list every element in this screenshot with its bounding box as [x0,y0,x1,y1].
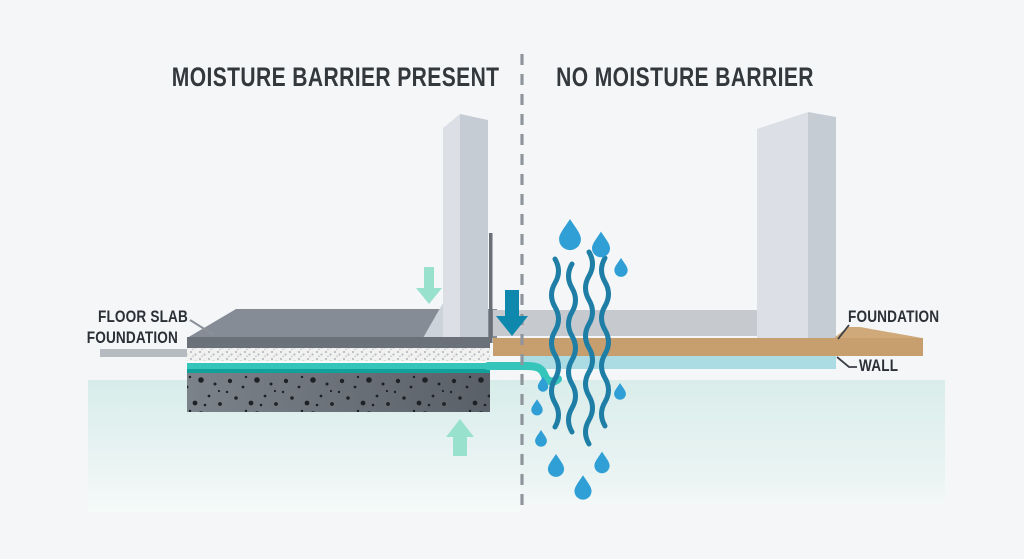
right-panel-title: NO MOISTURE BARRIER [556,62,814,92]
slab-edge-band [187,337,490,348]
wall-label: WALL [859,356,899,375]
moisture-barrier-layer [187,363,490,369]
wall-leader-line [836,356,857,368]
foundation-right-label: FOUNDATION [848,307,940,326]
foundation-leader-line [837,324,850,340]
foundation-indicator-bar [100,349,187,357]
floor-slab-label: FLOOR SLAB [98,307,188,326]
left-wall-front-face [443,114,460,345]
floor-slab-top-face [187,309,497,338]
left-wall-side-face [460,114,488,345]
foundation-tan-layer [493,338,923,356]
right-wall [757,112,836,345]
insulation-speckle-texture [187,348,490,361]
mint-up-arrow-icon [446,419,474,456]
rising-moisture-wave-icon [549,249,611,447]
foundation-wedge [834,327,922,338]
mint-down-arrow-icon [416,267,442,304]
vertical-barrier-line [489,233,493,343]
teal-down-arrow-icon [496,290,528,336]
right-wall-front-face [757,112,808,345]
thin-white-line [187,361,490,363]
concrete-aggregate-texture [187,373,490,412]
foundation-left-label: FOUNDATION [86,328,178,347]
moisture-barrier-underside [187,369,490,373]
right-slab-band [493,310,758,336]
left-panel-title: MOISTURE BARRIER PRESENT [171,62,500,92]
floor-slab-layers [187,337,490,412]
right-wall-side-face [808,112,836,345]
left-wall-base-flare [423,296,447,338]
floor-slab-leader-line [189,319,215,336]
left-wall [423,114,488,345]
